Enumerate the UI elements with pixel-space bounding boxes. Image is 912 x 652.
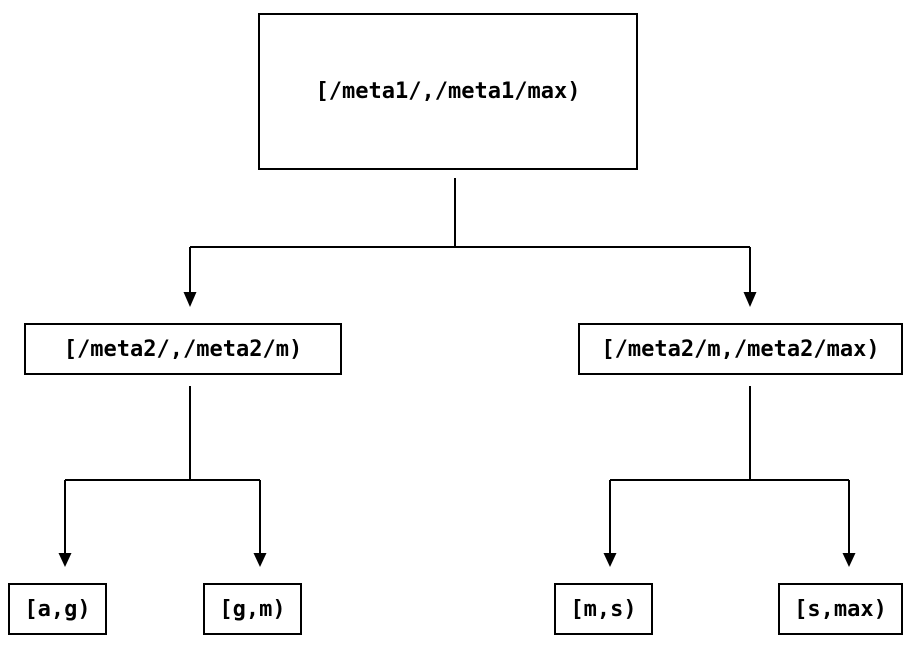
node-leaf-g-m: [g,m) [203,583,302,635]
node-meta2-right-interval: [/meta2/m,/meta2/max) [578,323,903,375]
node-meta2-left-interval: [/meta2/,/meta2/m) [24,323,342,375]
edge-mid-right-to-leaves [609,386,850,553]
arrow-down-icon [183,292,197,307]
edge-mid-left-to-leaves [64,386,261,553]
edge-root-to-level2 [189,178,751,293]
node-leaf-a-g: [a,g) [8,583,107,635]
arrow-down-icon [743,292,757,307]
node-root-interval: [/meta1/,/meta1/max) [258,13,638,170]
arrow-down-icon [253,553,267,567]
arrow-down-icon [842,553,856,567]
node-leaf-m-s: [m,s) [554,583,653,635]
arrow-down-icon [603,553,617,567]
node-leaf-s-max: [s,max) [778,583,903,635]
arrow-down-icon [58,553,72,567]
